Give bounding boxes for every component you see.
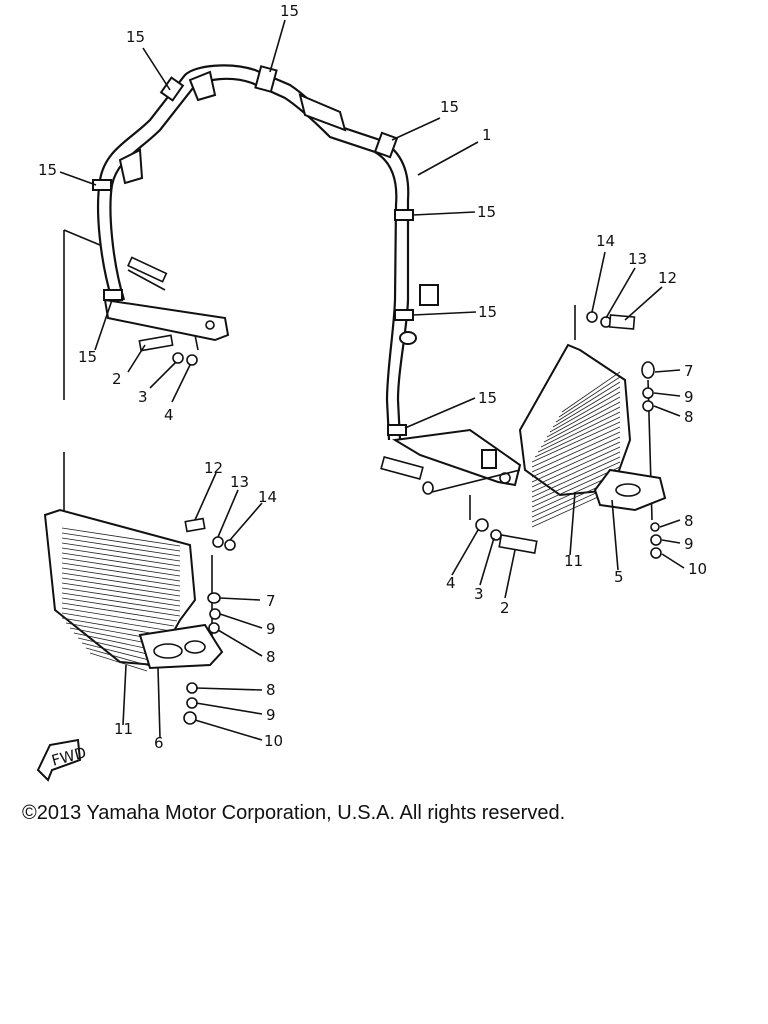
- callout-5: 5: [614, 568, 624, 586]
- hardware-right-lower: [475, 518, 538, 554]
- left-mount-bracket: [103, 256, 230, 342]
- radiator-fin-line: [61, 557, 181, 577]
- callout-9: 9: [684, 388, 694, 406]
- radiator-fin-line: [558, 376, 621, 418]
- hardware-left-upper: [138, 334, 198, 366]
- right-mount-bracket: [380, 428, 522, 495]
- callout-12: 12: [204, 459, 223, 477]
- callout-15: 15: [78, 348, 97, 366]
- callout-15: 15: [477, 203, 496, 221]
- callout-13: 13: [628, 250, 647, 268]
- radiator-fin-line: [537, 411, 621, 453]
- callout-7: 7: [266, 592, 276, 610]
- radiator-fin-line: [531, 446, 621, 488]
- radiator-fin-line: [531, 451, 621, 493]
- callout-8: 8: [266, 648, 276, 666]
- radiator-fin-line: [555, 381, 621, 423]
- callout-15: 15: [126, 28, 145, 46]
- callout-15: 15: [478, 303, 497, 321]
- radiator-fin-line: [531, 426, 621, 468]
- radiator-fin-line: [61, 527, 181, 547]
- callout-2: 2: [112, 370, 122, 388]
- radiator-fin-line: [531, 431, 621, 473]
- radiator-fin-line: [61, 572, 181, 592]
- radiator-fin-line: [61, 547, 181, 567]
- radiator-fin-line: [81, 642, 154, 662]
- callout-9: 9: [684, 535, 694, 553]
- callout-4: 4: [164, 406, 174, 424]
- radiator-fin-line: [531, 441, 621, 483]
- left-radiator-guard: [43, 508, 224, 672]
- radiator-fin-line: [85, 647, 151, 667]
- radiator-fin-line: [77, 637, 157, 657]
- radiator-fin-line: [61, 542, 181, 562]
- callout-15: 15: [478, 389, 497, 407]
- copyright-notice: ©2013 Yamaha Motor Corporation, U.S.A. A…: [22, 802, 566, 824]
- radiator-fin-line: [540, 406, 621, 448]
- callout-15: 15: [280, 2, 299, 20]
- callout-2: 2: [500, 599, 510, 617]
- callout-1: 1: [482, 126, 492, 144]
- callout-8: 8: [684, 512, 694, 530]
- radiator-fin-line: [543, 401, 621, 443]
- callout-labels: 15 15 15 1 15 15 15 15 15 2 3 4 12 13 14…: [38, 2, 707, 752]
- callout-10: 10: [264, 732, 283, 750]
- callout-3: 3: [138, 388, 148, 406]
- radiator-fin-line: [546, 396, 621, 438]
- callout-6: 6: [154, 734, 164, 752]
- callout-9: 9: [266, 620, 276, 638]
- radiator-fin-line: [531, 436, 621, 478]
- radiator-fin-line: [61, 577, 181, 597]
- callout-15: 15: [38, 161, 57, 179]
- callout-7: 7: [684, 362, 694, 380]
- callout-15: 15: [440, 98, 459, 116]
- radiator-fin-line: [61, 592, 181, 612]
- callout-8: 8: [684, 408, 694, 426]
- fwd-arrow-icon: FWD: [36, 738, 88, 782]
- radiator-fin-line: [61, 587, 181, 607]
- callout-3: 3: [474, 585, 484, 603]
- right-radiator-guard: [518, 343, 667, 528]
- radiator-fin-line: [61, 607, 175, 627]
- radiator-fin-line: [549, 391, 621, 433]
- radiator-fin-line: [61, 567, 181, 587]
- hardware-right-upper: [586, 311, 662, 559]
- callout-14: 14: [596, 232, 615, 250]
- radiator-fin-line: [531, 466, 621, 508]
- radiator-fin-line: [61, 537, 181, 557]
- radiator-fin-line: [61, 532, 181, 552]
- radiator-fin-line: [531, 421, 621, 463]
- callout-4: 4: [446, 574, 456, 592]
- leader-lines: [59, 19, 685, 741]
- callout-11: 11: [114, 720, 133, 738]
- radiator-fin-line: [61, 612, 172, 632]
- callout-10: 10: [688, 560, 707, 578]
- callout-14: 14: [258, 488, 277, 506]
- hardware-left-lower: [183, 517, 236, 725]
- radiator-fin-line: [531, 456, 621, 498]
- radiator-fin-line: [61, 552, 181, 572]
- callout-9: 9: [266, 706, 276, 724]
- parts-exploded-diagram: FWD: [36, 2, 707, 782]
- callout-13: 13: [230, 473, 249, 491]
- radiator-fin-line: [534, 416, 621, 458]
- radiator-fin-line: [61, 602, 178, 622]
- radiator-fin-line: [552, 386, 621, 428]
- radiator-fin-line: [61, 597, 181, 617]
- radiator-fin-line: [61, 582, 181, 602]
- frame-tube: [92, 64, 439, 441]
- callout-12: 12: [658, 269, 677, 287]
- radiator-fin-line: [531, 461, 621, 503]
- callout-11: 11: [564, 552, 583, 570]
- radiator-fin-line: [61, 562, 181, 582]
- radiator-fin-line: [89, 652, 148, 672]
- radiator-fin-line: [561, 371, 621, 413]
- callout-8: 8: [266, 681, 276, 699]
